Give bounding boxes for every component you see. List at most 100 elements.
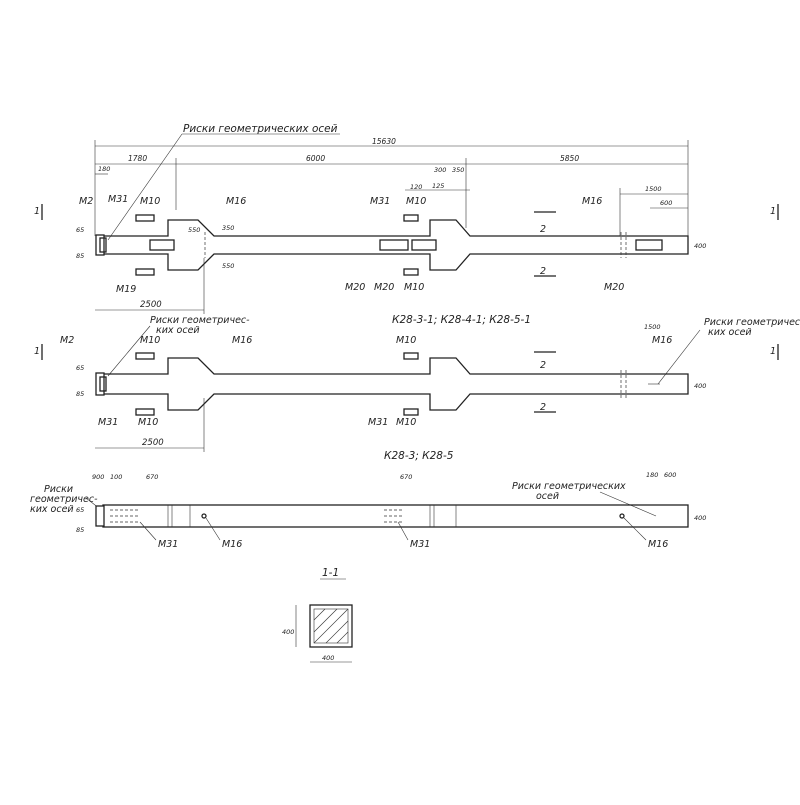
dim-85-3: 85	[76, 526, 84, 534]
hatch-3	[313, 608, 349, 644]
hatch-4	[325, 620, 349, 644]
dim-125: 125	[432, 182, 444, 190]
mark-m2-1: М2	[79, 196, 93, 207]
dim-670-b: 670	[400, 473, 412, 481]
view2-title: К28-3-1; К28-4-1; К28-5-1	[392, 314, 531, 326]
leader-m16-3a	[205, 517, 221, 541]
dim-2500-1: 2500	[140, 300, 162, 310]
dim-400-sec-v: 400	[282, 628, 294, 636]
riski-leader-1	[107, 133, 183, 241]
riski-leader-2	[107, 325, 151, 377]
mark-m10-mid-bot: М10	[404, 282, 424, 293]
dim-15630: 15630	[372, 137, 396, 146]
sec-1-left-label: 1	[34, 206, 40, 217]
dim-400-right: 400	[694, 242, 706, 250]
mark-m20-a: М20	[345, 282, 365, 293]
mark-m10-mid-2: М10	[396, 335, 416, 346]
section-square	[309, 604, 353, 648]
column-body-2	[102, 357, 689, 411]
slot-m20-b	[411, 239, 437, 251]
mark-m10-2: М10	[140, 335, 160, 346]
mark-m10-mid-2b: М10	[396, 417, 416, 428]
riski-label-3a: Риски	[44, 484, 73, 495]
plate-mid-top-2	[403, 352, 419, 360]
riski-label-3c: ких осей	[30, 504, 74, 515]
hole-m16-3b	[619, 513, 625, 519]
dim-5850: 5850	[560, 154, 579, 163]
mark-m31-mid: М31	[370, 196, 390, 207]
mark-m16-right: М16	[582, 196, 602, 207]
plate-m10-bot-2	[135, 408, 155, 416]
slot-m20-a	[379, 239, 409, 251]
dim-400-sec-h: 400	[322, 654, 334, 662]
mark-m16-3b: М16	[648, 539, 668, 550]
riski-label-2d: ких осей	[708, 327, 752, 338]
leader-m16-3b	[623, 517, 647, 541]
mark-m31-3a: М31	[158, 539, 178, 550]
end-bolt-2	[99, 376, 107, 392]
plate-mid-bot-1	[403, 268, 419, 276]
dim-65-2: 65	[76, 364, 84, 372]
dim-180: 180	[98, 165, 110, 173]
riski-label-2c: Риски геометричес-	[704, 317, 800, 328]
sec-1-right-label: 1	[770, 206, 776, 217]
dim-400-right-3: 400	[694, 514, 706, 522]
mark-m16-right-2: М16	[652, 335, 672, 346]
section-title: 1-1	[322, 567, 339, 579]
dim-550-lower: 550	[222, 262, 234, 270]
dim-100: 100	[110, 473, 122, 481]
dim-1500-2: 1500	[644, 323, 661, 331]
dim-670-a: 670	[146, 473, 158, 481]
dim-1500: 1500	[645, 185, 662, 193]
mark-m31-1: М31	[108, 194, 128, 205]
riski-label-2b: ких осей	[156, 325, 200, 336]
leader-m31-3a	[139, 521, 157, 541]
mark-m19-1: М19	[116, 284, 136, 295]
sec-2-top-label: 2	[540, 224, 546, 235]
mark-m31-mid-2: М31	[368, 417, 388, 428]
riski-label-3d: Риски геометрических	[512, 481, 626, 492]
riski-leader-3r	[599, 491, 657, 517]
riski-leader-2r	[657, 329, 701, 385]
slot-m19	[149, 239, 175, 251]
view-3: К28-3; К28-5 Риски геометричес- ких осей…	[30, 450, 706, 550]
view-1: 15630 1780 6000 5850 180 120 300 350 125…	[34, 123, 779, 314]
riski-label-3b: геометричес-	[30, 494, 98, 505]
sec-1-right-2-label: 1	[770, 346, 776, 357]
section-1-1: 1-1 400 400	[282, 567, 353, 663]
plate-mid-top-1	[403, 214, 419, 222]
view-2: К28-3-1; К28-4-1; К28-5-1 Риски геометри…	[34, 314, 800, 452]
sec-2-top-2-label: 2	[540, 360, 546, 371]
slot-m20-right	[635, 239, 663, 251]
dim-85: 85	[76, 252, 84, 260]
plate-m10-top-1	[135, 214, 155, 222]
dim-900: 900	[92, 473, 104, 481]
hatch-5	[336, 631, 349, 644]
dim-6000: 6000	[306, 154, 325, 163]
dim-550-side: 550	[188, 226, 200, 234]
dim-85-2: 85	[76, 390, 84, 398]
plate-m10-bot-1	[135, 268, 155, 276]
mark-m16-1: М16	[226, 196, 246, 207]
hatch-1	[313, 608, 326, 621]
sec-1-left-2-label: 1	[34, 346, 40, 357]
view3-title: К28-3; К28-5	[384, 450, 454, 462]
mark-m31-2: М31	[98, 417, 118, 428]
dim-120: 120	[410, 183, 422, 191]
dim-400-right-2: 400	[694, 382, 706, 390]
section-inner	[313, 608, 349, 644]
sec-2-bot-2-label: 2	[540, 402, 546, 413]
hole-m16-3a	[201, 513, 207, 519]
hatch-2	[313, 608, 338, 633]
mark-m16-3a: М16	[222, 539, 242, 550]
dim-350-side: 350	[222, 224, 234, 232]
dim-350: 350	[452, 166, 464, 174]
sec-2-bot-label: 2	[540, 266, 546, 277]
mark-m31-3b: М31	[410, 539, 430, 550]
dim-2500-2: 2500	[142, 438, 164, 448]
dim-300: 300	[434, 166, 446, 174]
dim-1780: 1780	[128, 154, 147, 163]
plate-m10-top-2	[135, 352, 155, 360]
dim-180-3: 180	[646, 471, 658, 479]
